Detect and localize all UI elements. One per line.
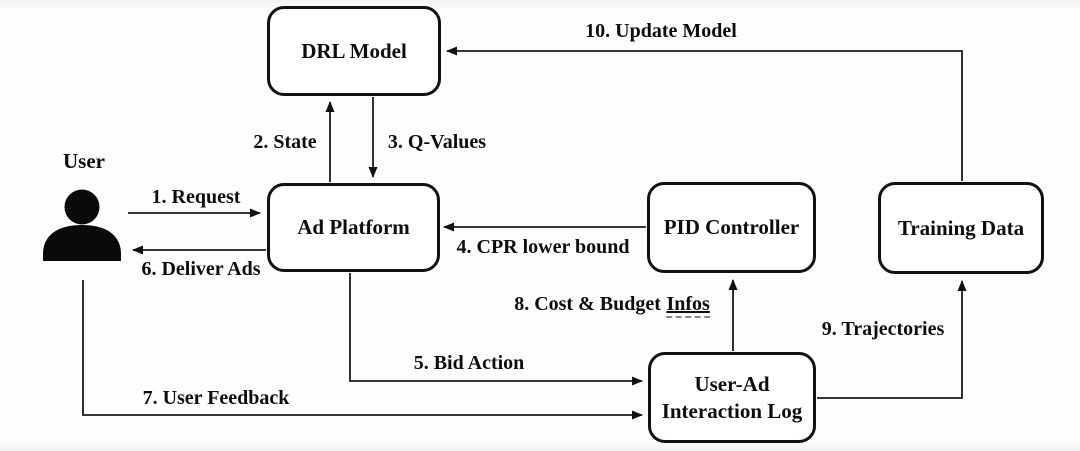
- edge-label-state: 2. State: [253, 131, 317, 153]
- node-ad-platform-label: Ad Platform: [297, 215, 410, 240]
- node-pid-controller: PID Controller: [647, 182, 816, 273]
- user-icon: [43, 189, 121, 261]
- edge-label-cost-budget-underlined: Infos: [666, 293, 710, 318]
- node-pid-controller-label: PID Controller: [663, 215, 800, 240]
- edge-label-deliver-ads: 6. Deliver Ads: [141, 258, 261, 280]
- edge-label-user-feedback: 7. User Feedback: [142, 387, 290, 409]
- node-ad-platform: Ad Platform: [267, 183, 440, 272]
- edge-label-cpr-lower-bound: 4. CPR lower bound: [456, 236, 630, 258]
- edge-label-request: 1. Request: [151, 186, 241, 208]
- node-interaction-log: User-Ad Interaction Log: [648, 352, 816, 443]
- edge-label-update-model: 10. Update Model: [585, 20, 737, 42]
- node-drl-model: DRL Model: [267, 6, 441, 96]
- arrow-update-model: [446, 46, 963, 181]
- node-training-data: Training Data: [878, 182, 1044, 274]
- node-training-data-label: Training Data: [897, 215, 1025, 240]
- node-drl-model-label: DRL Model: [301, 38, 407, 63]
- user-label: User: [63, 149, 105, 173]
- edge-label-cost-budget-prefix: 8. Cost & Budget: [514, 293, 661, 315]
- edge-label-bid-action: 5. Bid Action: [413, 352, 525, 374]
- edge-label-q-values: 3. Q-Values: [387, 131, 487, 153]
- node-interaction-log-line1: User-Ad: [694, 372, 770, 397]
- edge-label-trajectories: 9. Trajectories: [821, 318, 945, 340]
- node-interaction-log-line2: Interaction Log: [661, 398, 803, 423]
